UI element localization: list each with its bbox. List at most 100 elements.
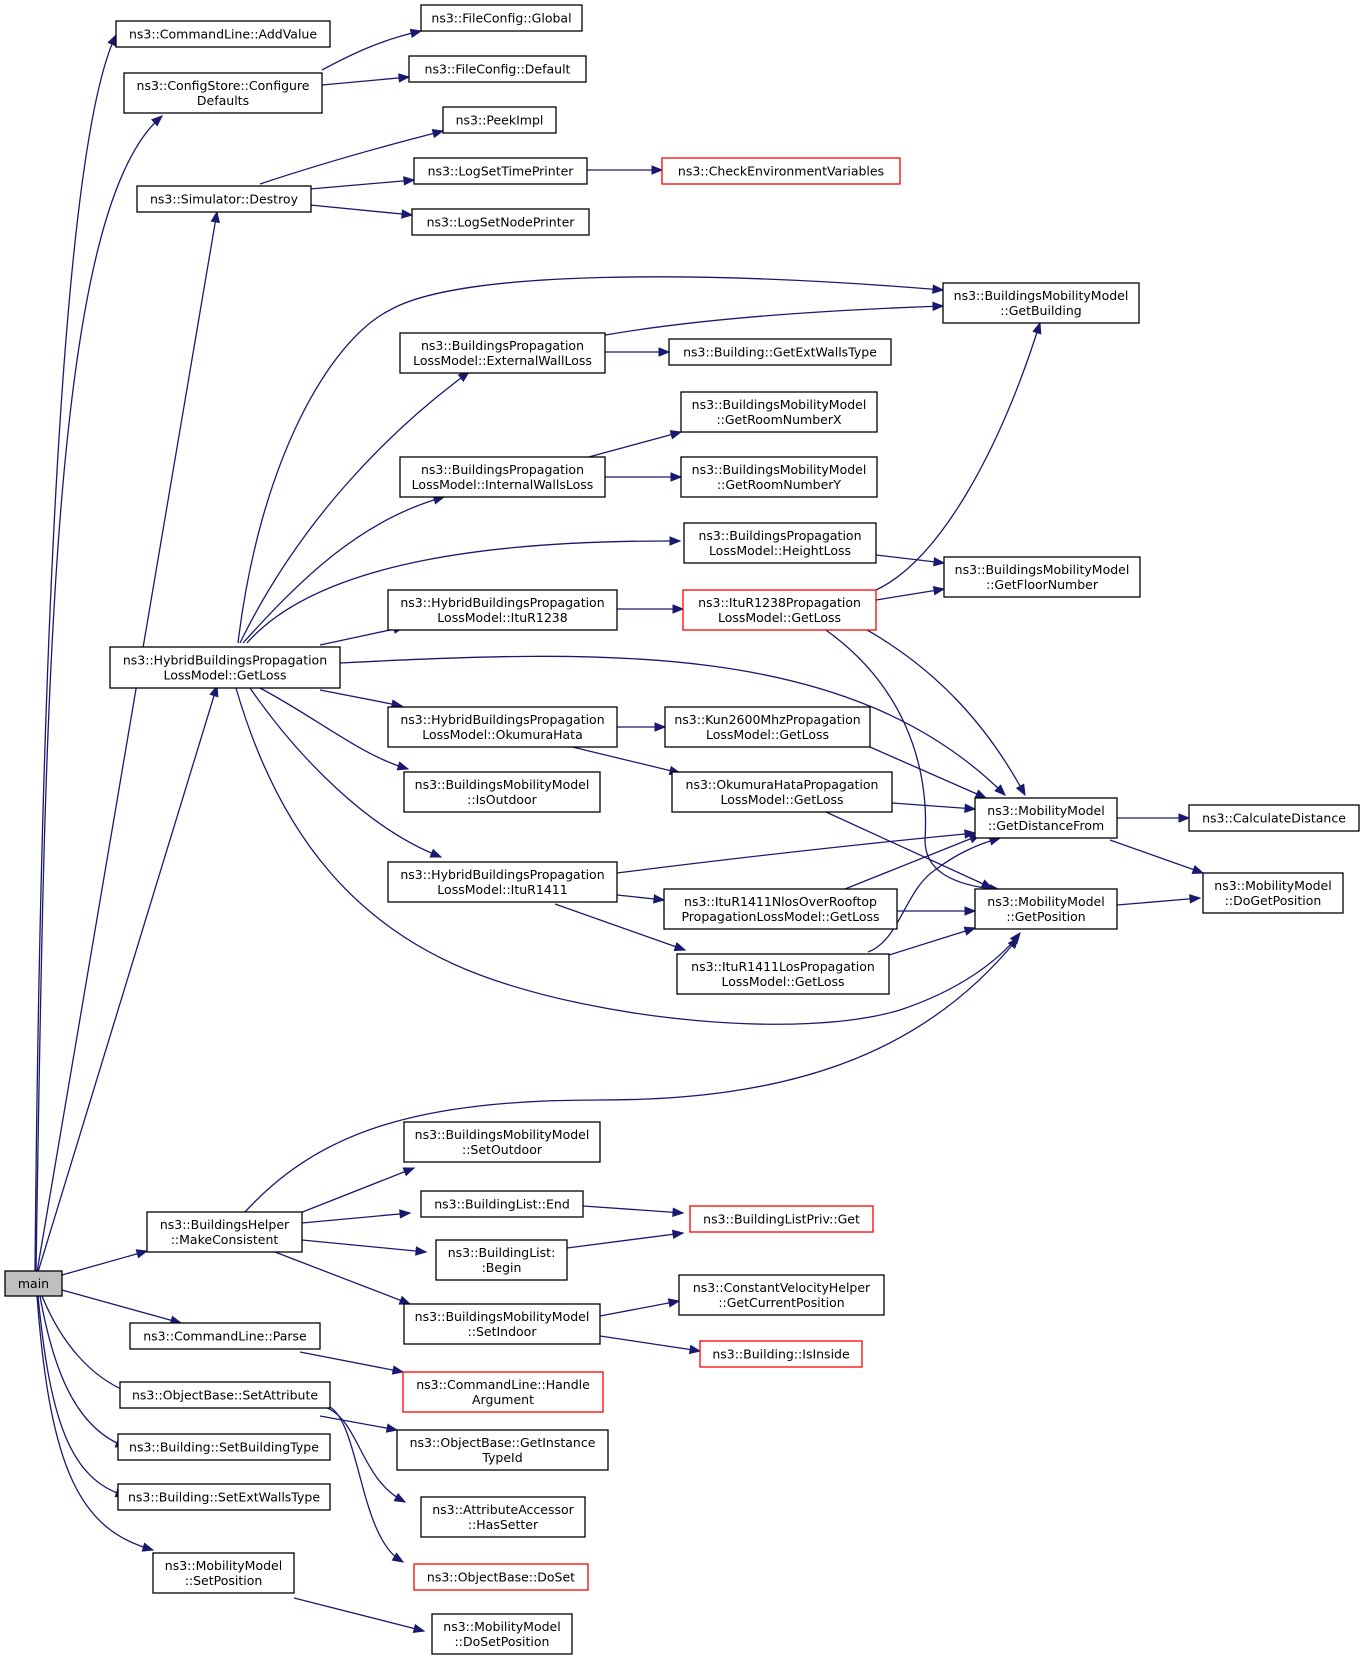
node-simDestroy[interactable]: ns3::Simulator::Destroy — [136, 185, 312, 213]
node-fileGlobal[interactable]: ns3::FileConfig::Global — [420, 4, 583, 32]
edge-los-position — [888, 927, 976, 956]
edge-arrow — [688, 1344, 702, 1355]
node-bplExternal[interactable]: ns3::BuildingsPropagationLossModel::Exte… — [399, 332, 606, 374]
edge-arrow — [409, 28, 423, 38]
node-label: ns3::LogSetTimePrinter — [428, 164, 575, 179]
node-mmSetPosition[interactable]: ns3::MobilityModel::SetPosition — [152, 1552, 295, 1594]
node-label: ns3::BuildingsPropagation — [699, 528, 862, 543]
node-ituNlosGetLoss[interactable]: ns3::ItuR1411NlosOverRooftopPropagationL… — [663, 888, 898, 930]
node-bplHeight[interactable]: ns3::BuildingsPropagationLossModel::Heig… — [683, 522, 877, 564]
arrowhead — [1191, 865, 1205, 874]
arrowhead — [391, 1365, 405, 1375]
node-label: ::GetDistanceFrom — [988, 818, 1104, 833]
edge-arrow — [398, 1295, 412, 1305]
node-calcDistance[interactable]: ns3::CalculateDistance — [1188, 804, 1360, 832]
edge-arrow — [210, 210, 220, 224]
node-peekImpl[interactable]: ns3::PeekImpl — [442, 106, 557, 134]
node-label: ns3::Building::GetExtWallsType — [683, 345, 877, 360]
node-logNode[interactable]: ns3::LogSetNodePrinter — [411, 208, 590, 236]
edge-arrow — [141, 1542, 155, 1552]
arrowhead — [1189, 894, 1202, 904]
edge-configdefaults-global — [321, 30, 422, 71]
arrowhead — [401, 209, 414, 219]
edge-arrow — [1007, 936, 1019, 950]
node-hbplOkumura[interactable]: ns3::HybridBuildingsPropagationLossModel… — [387, 706, 618, 748]
arrowhead — [963, 926, 977, 936]
node-mmDoGetPosition[interactable]: ns3::MobilityModel::DoGetPosition — [1202, 872, 1344, 914]
node-buildingIsInside[interactable]: ns3::Building::IsInside — [699, 1340, 863, 1368]
node-hbplItu1411[interactable]: ns3::HybridBuildingsPropagationLossModel… — [387, 861, 618, 903]
node-buildingExtWalls[interactable]: ns3::Building::GetExtWallsType — [668, 338, 892, 366]
node-box — [943, 556, 1141, 598]
node-buildingSetType[interactable]: ns3::Building::SetBuildingType — [117, 1433, 331, 1461]
node-checkEnv[interactable]: ns3::CheckEnvironmentVariables — [661, 157, 901, 185]
node-itu1238GetLoss[interactable]: ns3::ItuR1238PropagationLossModel::GetLo… — [682, 589, 877, 631]
node-bmmRoomY[interactable]: ns3::BuildingsMobilityModel::GetRoomNumb… — [680, 456, 878, 498]
node-mmDoSetPosition[interactable]: ns3::MobilityModel::DoSetPosition — [431, 1613, 573, 1655]
node-attrHasSetter[interactable]: ns3::AttributeAccessor::HasSetter — [420, 1496, 586, 1538]
node-cmdParse[interactable]: ns3::CommandLine::Parse — [129, 1322, 321, 1350]
node-bmmFloor[interactable]: ns3::BuildingsMobilityModel::GetFloorNum… — [943, 556, 1141, 598]
node-ituLosGetLoss[interactable]: ns3::ItuR1411LosPropagationLossModel::Ge… — [676, 953, 890, 995]
edge-getloss-internal — [242, 496, 445, 644]
node-box — [403, 1121, 601, 1163]
node-label: ns3::CommandLine::AddValue — [129, 27, 317, 42]
node-label: ::GetBuilding — [1000, 303, 1081, 318]
node-bplInternal[interactable]: ns3::BuildingsPropagationLossModel::Inte… — [399, 456, 606, 498]
node-bmmSetIndoor[interactable]: ns3::BuildingsMobilityModel::SetIndoor — [403, 1303, 601, 1345]
node-main[interactable]: main — [4, 1270, 63, 1297]
edge-destroy-lognode — [309, 204, 413, 216]
arrowhead — [672, 1207, 685, 1217]
node-blBegin[interactable]: ns3::BuildingList::Begin — [435, 1239, 568, 1281]
node-cvhGetCurrentPos[interactable]: ns3::ConstantVelocityHelper::GetCurrentP… — [678, 1274, 885, 1316]
node-objDoSet[interactable]: ns3::ObjectBase::DoSet — [413, 1563, 589, 1591]
node-label: ns3::BuildingsPropagation — [421, 462, 584, 477]
edge-configdefaults-default — [321, 76, 410, 86]
node-label: ns3::MobilityModel — [1214, 878, 1331, 893]
node-objSetAttribute[interactable]: ns3::ObjectBase::SetAttribute — [119, 1381, 331, 1409]
arrowhead — [658, 347, 671, 357]
node-blEnd[interactable]: ns3::BuildingList::End — [420, 1190, 584, 1218]
node-label: ::SetIndoor — [468, 1324, 538, 1339]
node-box — [435, 1239, 568, 1281]
node-box — [387, 589, 618, 631]
arrowhead — [974, 789, 988, 799]
node-blPrivGet[interactable]: ns3::BuildingListPriv::Get — [689, 1205, 874, 1233]
node-box — [668, 338, 892, 366]
node-label: LossModel::HeightLoss — [709, 543, 851, 558]
node-mmGetDistance[interactable]: ns3::MobilityModel::GetDistanceFrom — [974, 797, 1118, 839]
arrowhead — [135, 1249, 149, 1259]
node-bmmIsOutdoor[interactable]: ns3::BuildingsMobilityModel::IsOutdoor — [403, 771, 601, 813]
node-label: ns3::BuildingsMobilityModel — [415, 1309, 590, 1324]
node-kunGetLoss[interactable]: ns3::Kun2600MhzPropagationLossModel::Get… — [664, 706, 871, 748]
node-label: ns3::ConfigStore::Configure — [137, 78, 310, 93]
node-box — [420, 1190, 584, 1218]
edge-arrow — [670, 472, 683, 482]
node-fileDefault[interactable]: ns3::FileConfig::Default — [408, 55, 587, 83]
node-label: ns3::ObjectBase::SetAttribute — [132, 1388, 318, 1403]
arrowhead — [396, 761, 410, 771]
node-bmmSetOutdoor[interactable]: ns3::BuildingsMobilityModel::SetOutdoor — [403, 1121, 601, 1163]
node-okumuraGetLoss[interactable]: ns3::OkumuraHataPropagationLossModel::Ge… — [671, 771, 893, 813]
node-bmmRoomX[interactable]: ns3::BuildingsMobilityModel::GetRoomNumb… — [680, 391, 878, 433]
node-cmdAddValue[interactable]: ns3::CommandLine::AddValue — [115, 20, 331, 48]
node-label: ns3::BuildingsMobilityModel — [692, 462, 867, 477]
node-hbplItu1238[interactable]: ns3::HybridBuildingsPropagationLossModel… — [387, 589, 618, 631]
arrowhead — [210, 210, 220, 224]
node-buildingSetExtWalls[interactable]: ns3::Building::SetExtWallsType — [117, 1483, 331, 1511]
node-box — [403, 771, 601, 813]
node-logTime[interactable]: ns3::LogSetTimePrinter — [413, 157, 588, 185]
edge-getloss-distance-direct — [339, 655, 1006, 796]
edge-main-addvalue — [34, 34, 117, 1273]
edge-arrow — [391, 1365, 405, 1375]
node-hbplGetLoss[interactable]: ns3::HybridBuildingsPropagationLossModel… — [109, 646, 341, 689]
edge-arrow — [151, 115, 164, 127]
node-label: :Begin — [482, 1260, 522, 1275]
node-mmGetPosition[interactable]: ns3::MobilityModel::GetPosition — [974, 888, 1118, 930]
node-bhMakeConsistent[interactable]: ns3::BuildingsHelper::MakeConsistent — [146, 1211, 303, 1253]
node-bmmGetBuilding[interactable]: ns3::BuildingsMobilityModel::GetBuilding — [942, 282, 1140, 324]
